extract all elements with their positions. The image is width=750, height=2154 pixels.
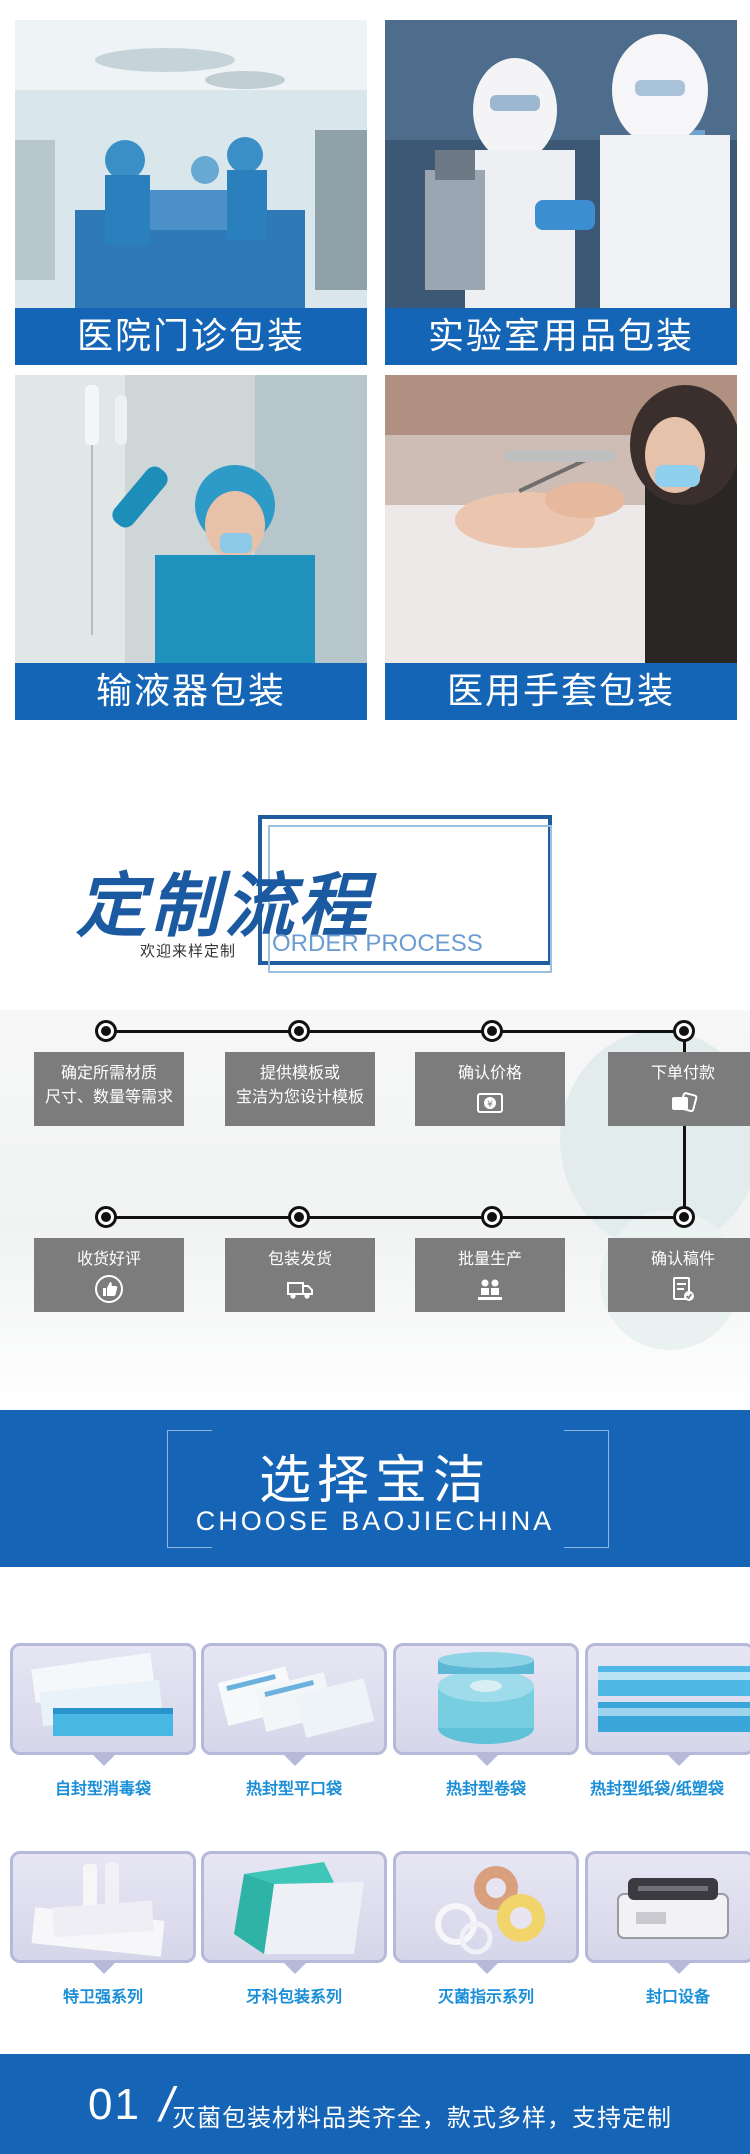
product-pointer	[284, 1755, 306, 1766]
product-grid: 自封型消毒袋 热封型平口袋	[0, 1567, 750, 2054]
process-step-price: 确认价格 ¥	[415, 1052, 565, 1126]
feature-divider: /	[160, 2079, 174, 2132]
decorative-frame-inner	[268, 825, 552, 973]
step-label: 确认稿件	[650, 1249, 715, 1268]
product-name: 热封型纸袋/纸塑袋	[590, 1779, 724, 1798]
product-image	[393, 1643, 579, 1755]
application-label: 医院门诊包装	[15, 308, 367, 365]
application-section: 医院门诊包装 实验室用品包装	[0, 0, 750, 730]
product-pointer	[668, 1963, 690, 1974]
step-label: 下单付款	[650, 1063, 715, 1082]
product-image	[201, 1851, 387, 1963]
process-node	[288, 1020, 310, 1042]
choose-banner: 选择宝洁 CHOOSE BAOJIECHINA	[0, 1410, 750, 1567]
process-title: 定制流程	[76, 865, 372, 947]
process-connector	[683, 1040, 686, 1226]
step-label: 宝洁为您设计模板	[235, 1087, 364, 1106]
banner-frame-gap	[212, 1427, 564, 1433]
process-english-title: ORDER PROCESS	[272, 930, 483, 957]
product-pointer	[476, 1755, 498, 1766]
application-tile-infusion[interactable]: 输液器包装	[15, 375, 367, 720]
step-label: 收货好评	[76, 1249, 141, 1268]
product-image	[585, 1643, 750, 1755]
laboratory-photo	[385, 20, 737, 308]
feature-number: 01	[88, 2080, 141, 2129]
feature-text: 灭菌包装材料品类齐全，款式多样，支持定制	[172, 2104, 672, 2132]
product-pointer	[668, 1755, 690, 1766]
application-label: 输液器包装	[15, 663, 367, 720]
infusion-photo	[15, 375, 367, 663]
banner-title: 选择宝洁	[258, 1451, 491, 1511]
process-step-review: 收货好评	[34, 1238, 184, 1312]
manicure-photo	[385, 375, 737, 663]
product-name: 自封型消毒袋	[54, 1779, 151, 1798]
payment-icon	[668, 1088, 698, 1118]
product-name: 特卫强系列	[62, 1987, 143, 2006]
application-tile-gloves[interactable]: 医用手套包装	[385, 375, 737, 720]
process-connector	[106, 1216, 686, 1219]
process-node	[673, 1020, 695, 1042]
process-node	[481, 1206, 503, 1228]
product-image	[201, 1643, 387, 1755]
thumbs-up-icon	[94, 1274, 124, 1304]
product-image	[393, 1851, 579, 1963]
process-node	[481, 1020, 503, 1042]
process-node	[288, 1206, 310, 1228]
product-name: 牙科包装系列	[245, 1987, 342, 2006]
product-image	[10, 1851, 196, 1963]
product-pointer	[476, 1963, 498, 1974]
workers-icon	[475, 1274, 505, 1304]
application-tile-laboratory[interactable]: 实验室用品包装	[385, 20, 737, 365]
process-header: 定制流程 欢迎来样定制 ORDER PROCESS	[0, 790, 750, 990]
application-label: 实验室用品包装	[385, 308, 737, 365]
step-label: 包装发货	[267, 1249, 332, 1268]
step-label: 确定所需材质	[60, 1063, 157, 1082]
product-name: 热封型卷袋	[445, 1779, 526, 1798]
product-image	[10, 1643, 196, 1755]
product-pointer	[284, 1963, 306, 1974]
feature-banner: 01 / 灭菌包装材料品类齐全，款式多样，支持定制	[0, 2054, 750, 2154]
yen-icon: ¥	[475, 1088, 505, 1118]
process-step-template: 提供模板或 宝洁为您设计模板	[225, 1052, 375, 1126]
step-label: 提供模板或	[259, 1063, 340, 1082]
product-image	[585, 1851, 750, 1963]
banner-english-title: CHOOSE BAOJIECHINA	[195, 1506, 555, 1536]
product-pointer	[93, 1963, 115, 1974]
process-connector	[106, 1030, 686, 1033]
truck-icon	[285, 1274, 315, 1304]
product-name: 热封型平口袋	[245, 1779, 342, 1798]
svg-text:¥: ¥	[487, 1100, 493, 1110]
product-name: 封口设备	[645, 1987, 710, 2006]
process-node	[673, 1206, 695, 1228]
process-flow: 确定所需材质 尺寸、数量等需求 提供模板或 宝洁为您设计模板 确认价格 ¥ 下单…	[0, 1010, 750, 1410]
process-step-requirements: 确定所需材质 尺寸、数量等需求	[34, 1052, 184, 1126]
operating-room-photo	[15, 20, 367, 308]
document-check-icon	[668, 1274, 698, 1304]
process-step-production: 批量生产	[415, 1238, 565, 1312]
application-tile-hospital[interactable]: 医院门诊包装	[15, 20, 367, 365]
process-step-confirm-draft: 确认稿件	[608, 1238, 750, 1312]
banner-frame-gap	[212, 1545, 564, 1551]
process-node	[95, 1020, 117, 1042]
process-step-shipping: 包装发货	[225, 1238, 375, 1312]
step-label: 批量生产	[457, 1249, 522, 1268]
step-label: 尺寸、数量等需求	[44, 1087, 173, 1106]
process-node	[95, 1206, 117, 1228]
step-label: 确认价格	[457, 1063, 522, 1082]
product-pointer	[93, 1755, 115, 1766]
product-name: 灭菌指示系列	[437, 1987, 534, 2006]
application-label: 医用手套包装	[385, 663, 737, 720]
process-step-payment: 下单付款	[608, 1052, 750, 1126]
process-subtitle: 欢迎来样定制	[140, 942, 237, 960]
